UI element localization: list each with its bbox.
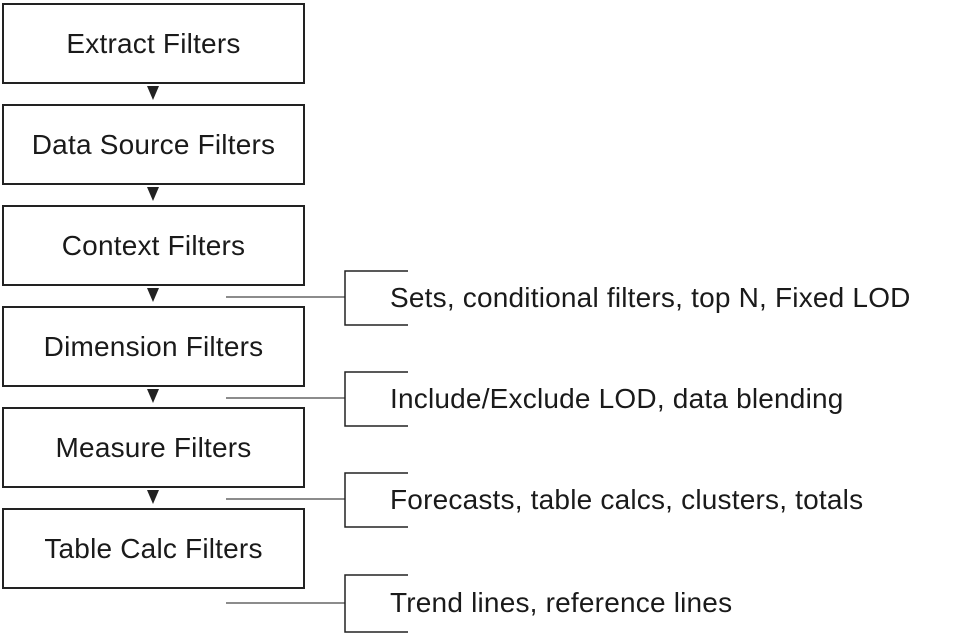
stage-label: Context Filters — [61, 229, 246, 261]
stage-data-source-filters: Data Source Filters — [2, 104, 305, 185]
bracket-3 — [344, 472, 408, 528]
stage-label: Measure Filters — [55, 431, 252, 463]
stage-extract-filters: Extract Filters — [2, 3, 305, 84]
bracket-2 — [344, 371, 408, 427]
note-forecasts-tablecalcs-clusters-totals: Forecasts, table calcs, clusters, totals — [390, 484, 864, 515]
stage-dimension-filters: Dimension Filters — [2, 306, 305, 387]
arrow-dimension-to-measure — [147, 389, 159, 403]
arrow-extract-to-datasource — [147, 86, 159, 100]
stage-label: Table Calc Filters — [44, 532, 263, 564]
arrow-datasource-to-context — [147, 187, 159, 201]
stage-context-filters: Context Filters — [2, 205, 305, 286]
arrow-context-to-dimension — [147, 288, 159, 302]
stage-table-calc-filters: Table Calc Filters — [2, 508, 305, 589]
bracket-4 — [344, 574, 408, 633]
note-trend-reference-lines: Trend lines, reference lines — [390, 587, 733, 618]
arrow-measure-to-tablecalc — [147, 490, 159, 504]
bracket-1 — [344, 270, 408, 326]
note-sets-conditional-topn-fixed-lod: Sets, conditional filters, top N, Fixed … — [390, 282, 911, 313]
stage-label: Extract Filters — [66, 27, 241, 59]
stage-label: Data Source Filters — [31, 128, 276, 160]
stage-measure-filters: Measure Filters — [2, 407, 305, 488]
stage-label: Dimension Filters — [43, 330, 264, 362]
note-include-exclude-lod-blending: Include/Exclude LOD, data blending — [390, 383, 844, 414]
